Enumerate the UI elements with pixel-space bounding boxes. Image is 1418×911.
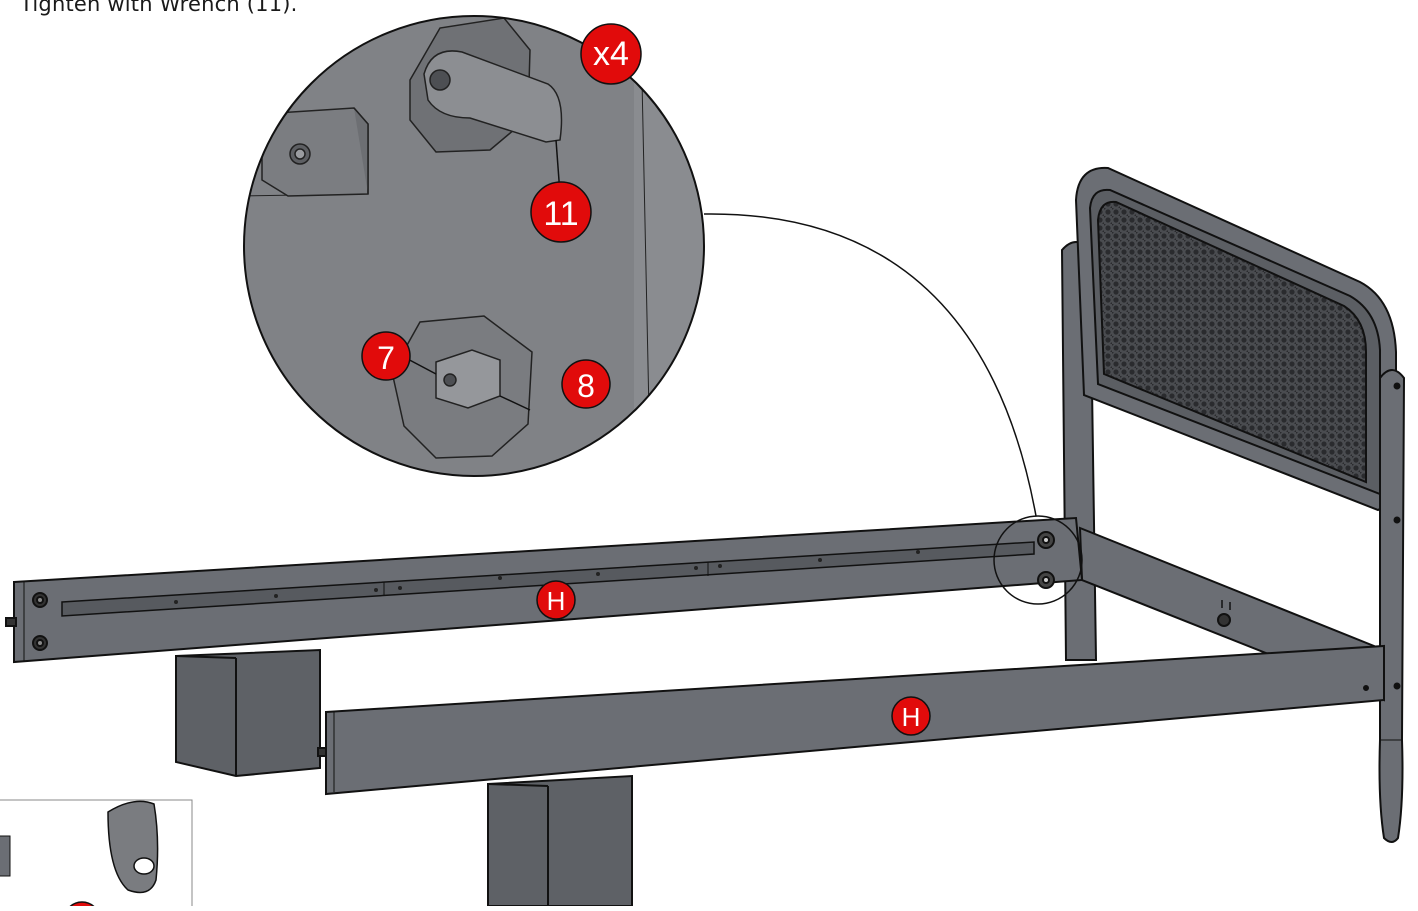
instruction-text: Tighten with Wrench (11). [20,0,298,16]
badge-washer: 8 [561,359,611,409]
badge-bolt: 7 [361,331,411,381]
badge-side-rail-front: H [891,696,931,736]
badge-side-rail-back: H [536,580,576,620]
leg-front [487,774,633,907]
headboard [1060,166,1406,843]
badge-wrench: 11 [530,181,592,243]
leg-back [175,648,321,778]
badge-bolt-label: 7 [377,340,395,376]
detail-marker [993,515,1083,605]
badge-washer-label: 8 [577,368,595,404]
inset-panel [0,799,193,911]
badge-side-rail-front-label: H [902,702,921,732]
woven-panel [1096,200,1367,484]
badge-quantity-label: x4 [593,35,629,73]
leader-arc [703,213,1037,517]
badge-wrench-label: 11 [543,195,578,233]
side-rail-front [317,644,1385,796]
badge-quantity: x4 [580,23,642,85]
badge-side-rail-back-label: H [547,586,566,616]
